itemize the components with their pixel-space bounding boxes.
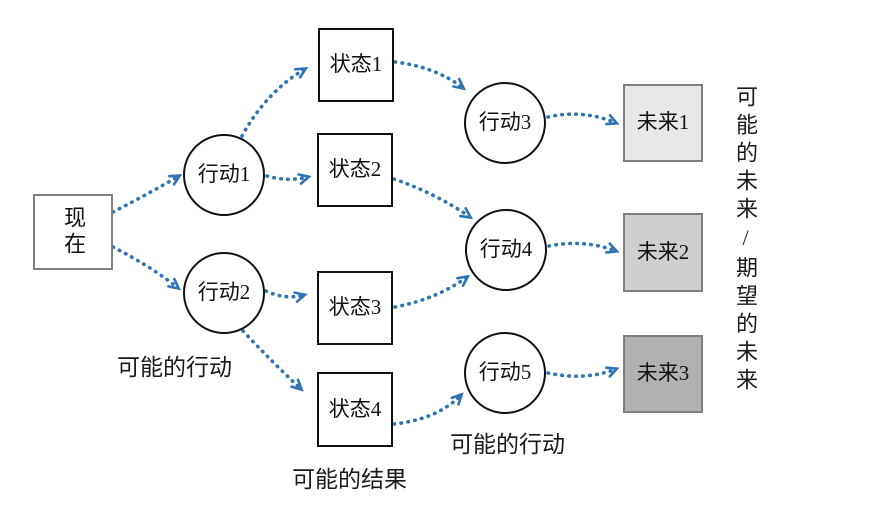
node-action1: 行动1 <box>183 134 265 216</box>
node-now-label: 现在 <box>61 206 87 258</box>
node-state2: 状态2 <box>317 133 393 207</box>
node-state3-label: 状态3 <box>328 295 382 320</box>
node-state2-label: 状态2 <box>328 157 382 182</box>
node-action5: 行动5 <box>464 332 546 414</box>
arrow-action1-to-state2 <box>265 176 308 179</box>
node-action1-label: 行动1 <box>197 162 251 187</box>
arrow-state3-to-action4 <box>393 277 467 309</box>
node-action3-label: 行动3 <box>478 110 532 135</box>
arrow-action2-to-state4 <box>241 329 301 389</box>
node-now: 现在 <box>33 194 113 270</box>
node-action2: 行动2 <box>183 252 265 334</box>
node-future3: 未来3 <box>623 335 703 413</box>
node-future2-label: 未来2 <box>636 239 690 264</box>
arrow-now-to-action2 <box>111 245 178 288</box>
arrow-action2-to-state3 <box>264 289 304 297</box>
node-state3: 状态3 <box>317 271 393 345</box>
node-action4: 行动4 <box>465 209 547 291</box>
node-future1: 未来1 <box>623 84 703 162</box>
label-possible-expected-futures: 可能的未来/期望的未来 <box>733 85 758 396</box>
node-action4-label: 行动4 <box>479 237 533 262</box>
arrow-action3-to-future1 <box>546 112 616 123</box>
node-action2-label: 行动2 <box>197 280 251 305</box>
node-state1: 状态1 <box>318 28 394 102</box>
label-possible-actions-left: 可能的行动 <box>117 354 232 380</box>
label-possible-outcomes: 可能的结果 <box>292 466 407 492</box>
node-future2: 未来2 <box>623 213 703 292</box>
arrow-state4-to-action5 <box>392 395 461 426</box>
node-state1-label: 状态1 <box>329 52 383 77</box>
arrow-now-to-action1 <box>111 176 179 214</box>
node-future1-label: 未来1 <box>636 110 690 135</box>
arrow-state2-to-action4 <box>392 177 470 217</box>
node-action3: 行动3 <box>464 82 546 164</box>
label-possible-actions-right: 可能的行动 <box>450 431 565 457</box>
arrow-state1-to-action3 <box>393 60 463 88</box>
node-state4: 状态4 <box>317 372 393 447</box>
node-action5-label: 行动5 <box>478 360 532 385</box>
arrow-action1-to-state1 <box>240 69 305 138</box>
node-future3-label: 未来3 <box>636 361 690 386</box>
arrow-action4-to-future2 <box>547 241 616 251</box>
node-state4-label: 状态4 <box>328 396 382 421</box>
arrow-action5-to-future3 <box>546 369 616 378</box>
